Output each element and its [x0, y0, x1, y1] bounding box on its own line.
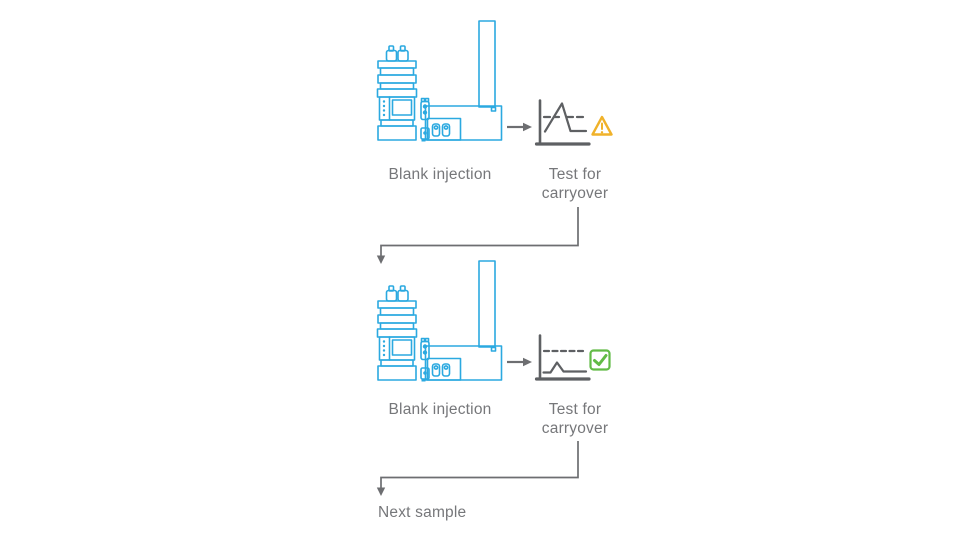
label-line: Test for — [548, 166, 602, 183]
label-line: Test for — [548, 401, 602, 418]
step-2 — [376, 260, 611, 496]
chromatogram-warning-icon — [534, 99, 591, 146]
label-next-sample: Next sample — [378, 504, 467, 521]
right-arrow-icon — [507, 122, 532, 132]
warning-triangle-icon — [591, 115, 613, 136]
label-line: carryover — [541, 185, 609, 202]
lcms-instrument — [376, 20, 503, 143]
label-test-carryover-1: Test for carryover — [530, 165, 620, 203]
chromatogram-pass-icon — [534, 334, 591, 381]
connector-arrow-down-1 — [376, 207, 579, 264]
check-square-icon — [589, 349, 611, 371]
connector-arrow-down-2 — [376, 441, 579, 496]
label-blank-injection-1: Blank injection — [388, 166, 492, 183]
step-1 — [376, 20, 613, 264]
lcms-instrument — [376, 260, 503, 383]
label-blank-injection-2: Blank injection — [388, 401, 492, 418]
label-line: carryover — [541, 420, 609, 437]
right-arrow-icon — [507, 357, 532, 367]
label-test-carryover-2: Test for carryover — [530, 400, 620, 438]
